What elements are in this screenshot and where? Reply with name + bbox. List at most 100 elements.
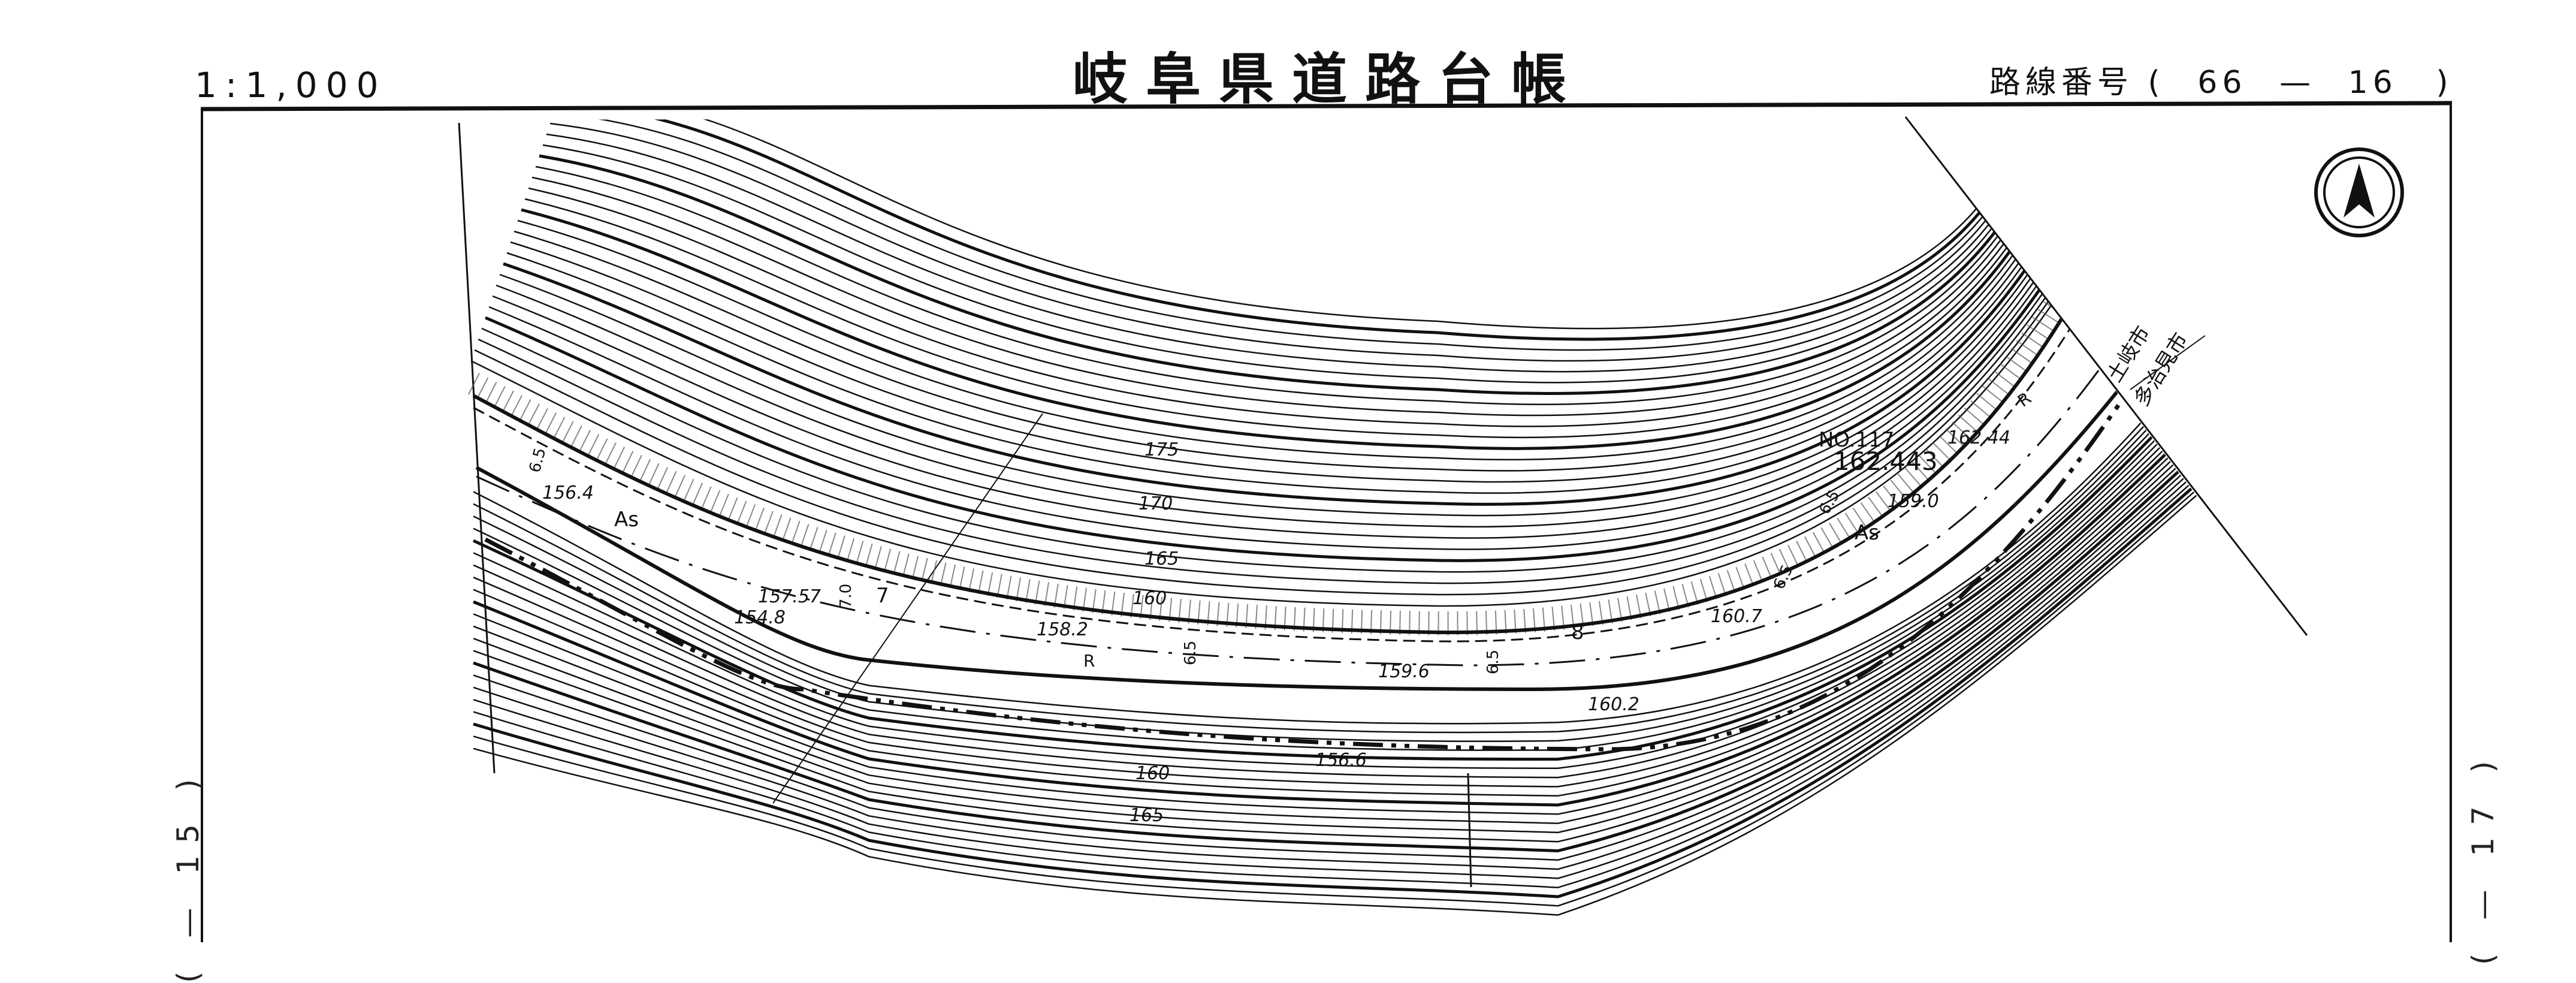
- stipple-band: [467, 287, 2072, 636]
- contour-line: [473, 401, 2213, 797]
- contour-line: [473, 405, 2222, 815]
- contour-line: [514, 219, 2043, 472]
- contour-line: [524, 198, 2036, 439]
- road-mark: R: [1083, 651, 1095, 671]
- contour-line: [473, 387, 2179, 734]
- contour-line: [553, 117, 2017, 351]
- route-number-value: 66: [2197, 65, 2247, 101]
- contour-line: [473, 409, 2232, 834]
- contour-label: 170: [1138, 493, 1173, 514]
- contour-line: [546, 133, 2022, 373]
- city-boundary-mark: [2130, 335, 2206, 390]
- elevation-label: 162.44: [1947, 427, 2010, 448]
- route-dash: —: [2279, 65, 2316, 101]
- contour-line: [473, 391, 2189, 751]
- map-frame: [200, 101, 2453, 942]
- contour-line: [473, 426, 2270, 907]
- contour-line: [557, 117, 2015, 341]
- page-title: 岐阜県道路台帳: [1073, 47, 1585, 111]
- contour-line: [473, 399, 2208, 788]
- contour-line: [474, 272, 2070, 596]
- contour-line: [473, 417, 2251, 870]
- sheet-boundary-right: [1904, 116, 2308, 636]
- contour-line: [488, 252, 2060, 550]
- contour-line: [517, 214, 2041, 461]
- north-arrow-icon: [2314, 147, 2404, 237]
- contour-line: [473, 423, 2266, 898]
- elevation-label: 159.0: [1888, 491, 1939, 512]
- width-label: 6.5: [526, 446, 550, 475]
- road: [467, 287, 2135, 752]
- contour-line: [473, 420, 2256, 879]
- section-line: [772, 413, 1043, 804]
- contour-line: [473, 397, 2203, 779]
- station-label: 7: [876, 584, 889, 608]
- sheet-number-value: 16: [2348, 65, 2397, 101]
- next-sheet-ref: ( — 17 ): [2466, 749, 2500, 965]
- contour-line: [499, 238, 2053, 517]
- sheet-boundary-left: [458, 122, 496, 774]
- route-number: 路線番号 ( 66 — 16 ): [1989, 57, 2453, 102]
- elevation-label: 160.2: [1588, 694, 1639, 715]
- contour-line: [560, 117, 2012, 330]
- contour-line: [535, 165, 2029, 405]
- contour-line: [549, 122, 2019, 362]
- contour-line: [473, 427, 2275, 916]
- contour-line: [473, 413, 2242, 853]
- surface-label: As: [1855, 521, 1879, 545]
- road-edge-north: [472, 298, 2075, 635]
- road-edge-south: [475, 370, 2135, 692]
- contour-label: 165: [1130, 805, 1164, 826]
- road-mark: R: [2014, 388, 2035, 411]
- contour-line: [473, 385, 2175, 725]
- contour-line: [528, 187, 2034, 427]
- contour-line: [531, 176, 2031, 417]
- contour-line: [472, 393, 2194, 761]
- width-label: 7.0: [837, 584, 855, 608]
- benchmark-number: NO.117: [1819, 428, 1895, 452]
- contour-line: [521, 208, 2039, 450]
- contour-line: [542, 144, 2024, 384]
- route-open: (: [2148, 65, 2165, 101]
- route-number-label: 路線番号: [1989, 65, 2134, 101]
- contour-line: [473, 403, 2218, 807]
- previous-sheet-ref: ( — 15 ): [171, 767, 206, 983]
- contour-line: [473, 389, 2184, 743]
- station-label: 8: [1571, 620, 1584, 644]
- elevation-label: 159.6: [1378, 661, 1430, 682]
- contour-line: [478, 267, 2067, 584]
- road-ledger-map: 175 170 165 160 160 165 156.4 157.57 154…: [200, 101, 2453, 942]
- contour-line: [470, 276, 2072, 607]
- contour-line: [481, 262, 2065, 573]
- map-scale: 1:1,000: [195, 65, 387, 105]
- contour-line: [492, 248, 2058, 539]
- elevation-label: 156.6: [1315, 750, 1367, 771]
- contour-line: [473, 407, 2227, 824]
- contour-line: [473, 415, 2246, 861]
- contour-line: [473, 411, 2237, 843]
- route-close: ): [2436, 65, 2453, 101]
- contour-line: [485, 257, 2063, 562]
- width-label: 6.5: [1182, 641, 1200, 665]
- contour-line: [496, 243, 2055, 528]
- contour-line: [510, 224, 2046, 483]
- contour-line: [506, 228, 2048, 494]
- benchmark-elevation: 162.443: [1834, 447, 1938, 476]
- elevation-label: 158.2: [1037, 619, 1088, 640]
- contour-line: [473, 421, 2261, 888]
- surface-label: As: [614, 508, 639, 532]
- contour-label: 160: [1133, 588, 1167, 609]
- contour-label: 165: [1144, 548, 1179, 569]
- contour-lines: [470, 117, 2275, 916]
- contour-label: 160: [1136, 763, 1170, 784]
- elevation-label: 160.7: [1711, 606, 1762, 627]
- elevation-label: 156.4: [542, 483, 594, 503]
- admin-boundary: [484, 382, 2135, 752]
- elevation-label: 154.8: [734, 607, 786, 628]
- contour-line: [539, 154, 2027, 395]
- contour-line: [473, 395, 2198, 770]
- elevation-label: 157.57: [758, 586, 821, 607]
- contour-line: [503, 233, 2051, 506]
- contour-label: 175: [1144, 439, 1179, 460]
- width-label: 6.5: [1484, 650, 1502, 674]
